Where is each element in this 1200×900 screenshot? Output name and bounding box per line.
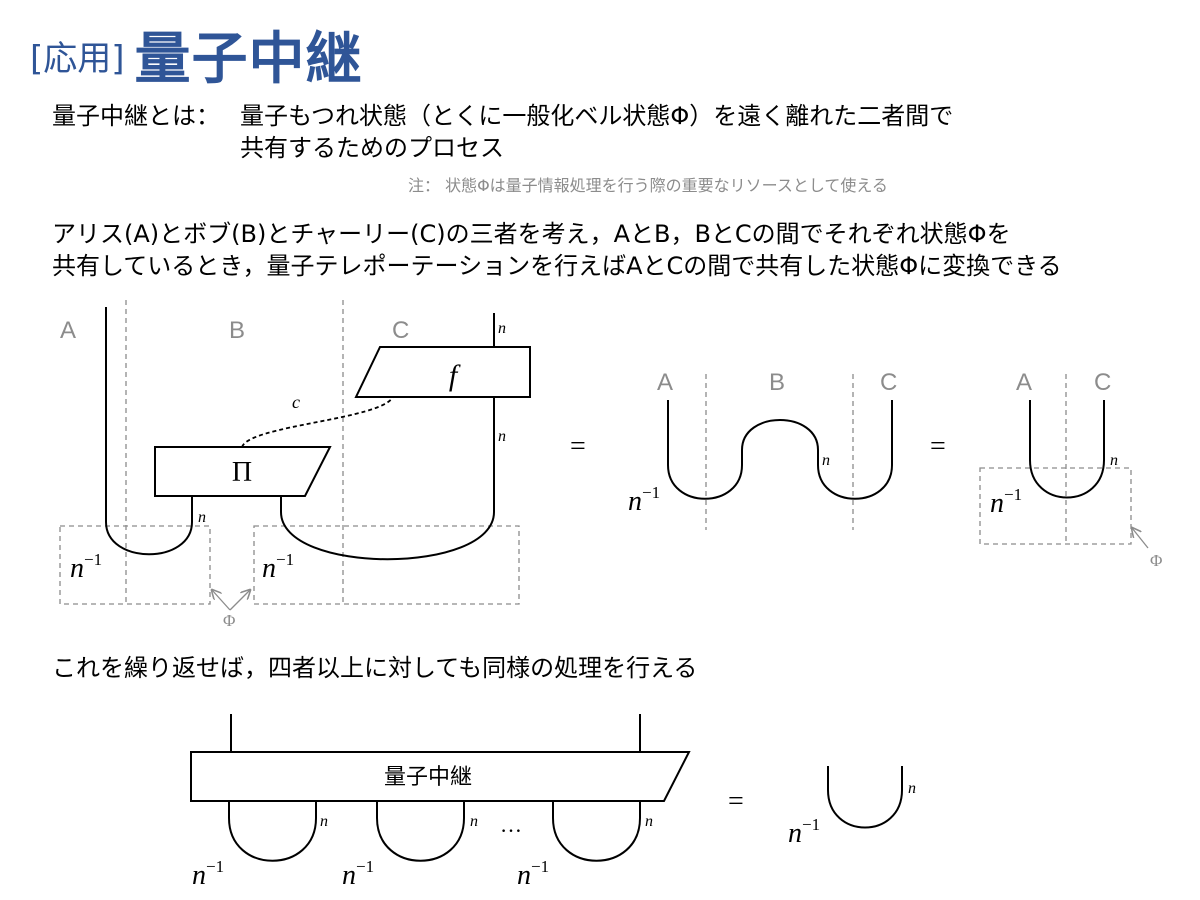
cup-wire-ac — [1029, 400, 1105, 499]
definition-note: 注： 状態Φは量子情報処理を行う際の重要なリソースとして使える — [408, 176, 888, 195]
norm-factor-right: n−1 — [990, 485, 1022, 519]
phi-label: Φ — [223, 611, 235, 630]
explanation-line2: 共有しているとき，量子テレポーテーションを行えばAとCの間で共有した状態Φに変換… — [52, 252, 1062, 280]
dim-label-cup-2: n — [470, 813, 478, 830]
cup-wire-ab — [105, 307, 193, 556]
phi-label-right: Φ — [1150, 551, 1162, 570]
norm-factor-cup-2: n−1 — [342, 857, 374, 891]
teleportation-diagram: A B C Π f c n n n n−1 n−1 Φ — [59, 300, 531, 630]
repeat-text: これを繰り返せば，四者以上に対しても同様の処理を行える — [52, 654, 698, 682]
snake-wire — [667, 400, 893, 500]
shared-phi-diagram: A C n n−1 Φ — [979, 369, 1162, 570]
title-tag: [応用] — [30, 39, 125, 79]
definition-term: 量子中継とは： — [52, 102, 220, 130]
dim-label-right: n — [1110, 452, 1118, 469]
ellipsis: … — [500, 812, 522, 837]
equals-sign-3: = — [728, 786, 744, 817]
bell-cup-1 — [228, 801, 317, 862]
title-main: 量子中継 — [134, 27, 363, 92]
bell-state-chain-diagram: A B C n n−1 — [628, 369, 897, 530]
dim-label-cup-3: n — [645, 813, 653, 830]
phi-arrow-right — [229, 590, 250, 611]
bell-cup-2 — [376, 801, 465, 862]
equals-sign-2: = — [930, 431, 946, 462]
norm-factor-result: n−1 — [788, 815, 820, 849]
cup-wire-bc — [280, 397, 495, 561]
repeater-box-label: 量子中継 — [384, 765, 472, 790]
norm-factor-bc: n−1 — [262, 550, 294, 584]
dim-label-result: n — [908, 780, 916, 797]
repeater-result-diagram: n n−1 — [788, 766, 916, 849]
phi-arrow-right-diagram — [1132, 528, 1149, 549]
dim-label-c-wire: n — [498, 428, 506, 445]
norm-factor-cup-3: n−1 — [517, 857, 549, 891]
dim-label-output: n — [498, 320, 506, 337]
mid-label-c: C — [880, 369, 897, 396]
quantum-repeater-diagram: 量子中継 n n n … n−1 n−1 n−1 — [190, 714, 691, 891]
party-label-c: C — [392, 317, 409, 344]
mid-label-a: A — [657, 369, 673, 396]
dim-label-cup-1: n — [320, 813, 328, 830]
page-title: [応用]量子中継 — [30, 14, 363, 95]
dim-label-b-wire: n — [198, 509, 206, 526]
pi-measurement-box — [154, 446, 332, 497]
equals-sign-1: = — [570, 431, 586, 462]
classical-wire-label: c — [292, 392, 300, 412]
f-correction-box — [354, 346, 531, 398]
classical-wire — [241, 396, 394, 448]
result-cup — [827, 766, 903, 829]
right-label-c: C — [1094, 369, 1111, 396]
repeater-box — [190, 751, 691, 802]
dim-label-mid: n — [822, 452, 830, 469]
phi-box-ac — [979, 467, 1132, 545]
definition-line2: 共有するためのプロセス — [240, 134, 504, 162]
phi-box-ab — [59, 525, 211, 605]
right-label-a: A — [1016, 369, 1032, 396]
phi-arrow-left — [212, 590, 231, 611]
norm-factor-cup-1: n−1 — [192, 857, 224, 891]
party-label-a: A — [60, 317, 76, 344]
party-label-b: B — [229, 317, 245, 344]
definition-line1: 量子もつれ状態（とくに一般化ベル状態Φ）を遠く離れた二者間で — [240, 102, 954, 130]
norm-factor-ab: n−1 — [70, 550, 102, 584]
norm-factor-mid: n−1 — [628, 483, 660, 517]
explanation-line1: アリス(A)とボブ(B)とチャーリー(C)の三者を考え，AとB，BとCの間でそれ… — [52, 220, 1011, 248]
bell-cup-3 — [552, 801, 641, 862]
pi-label: Π — [232, 457, 252, 488]
mid-label-b: B — [769, 369, 785, 396]
